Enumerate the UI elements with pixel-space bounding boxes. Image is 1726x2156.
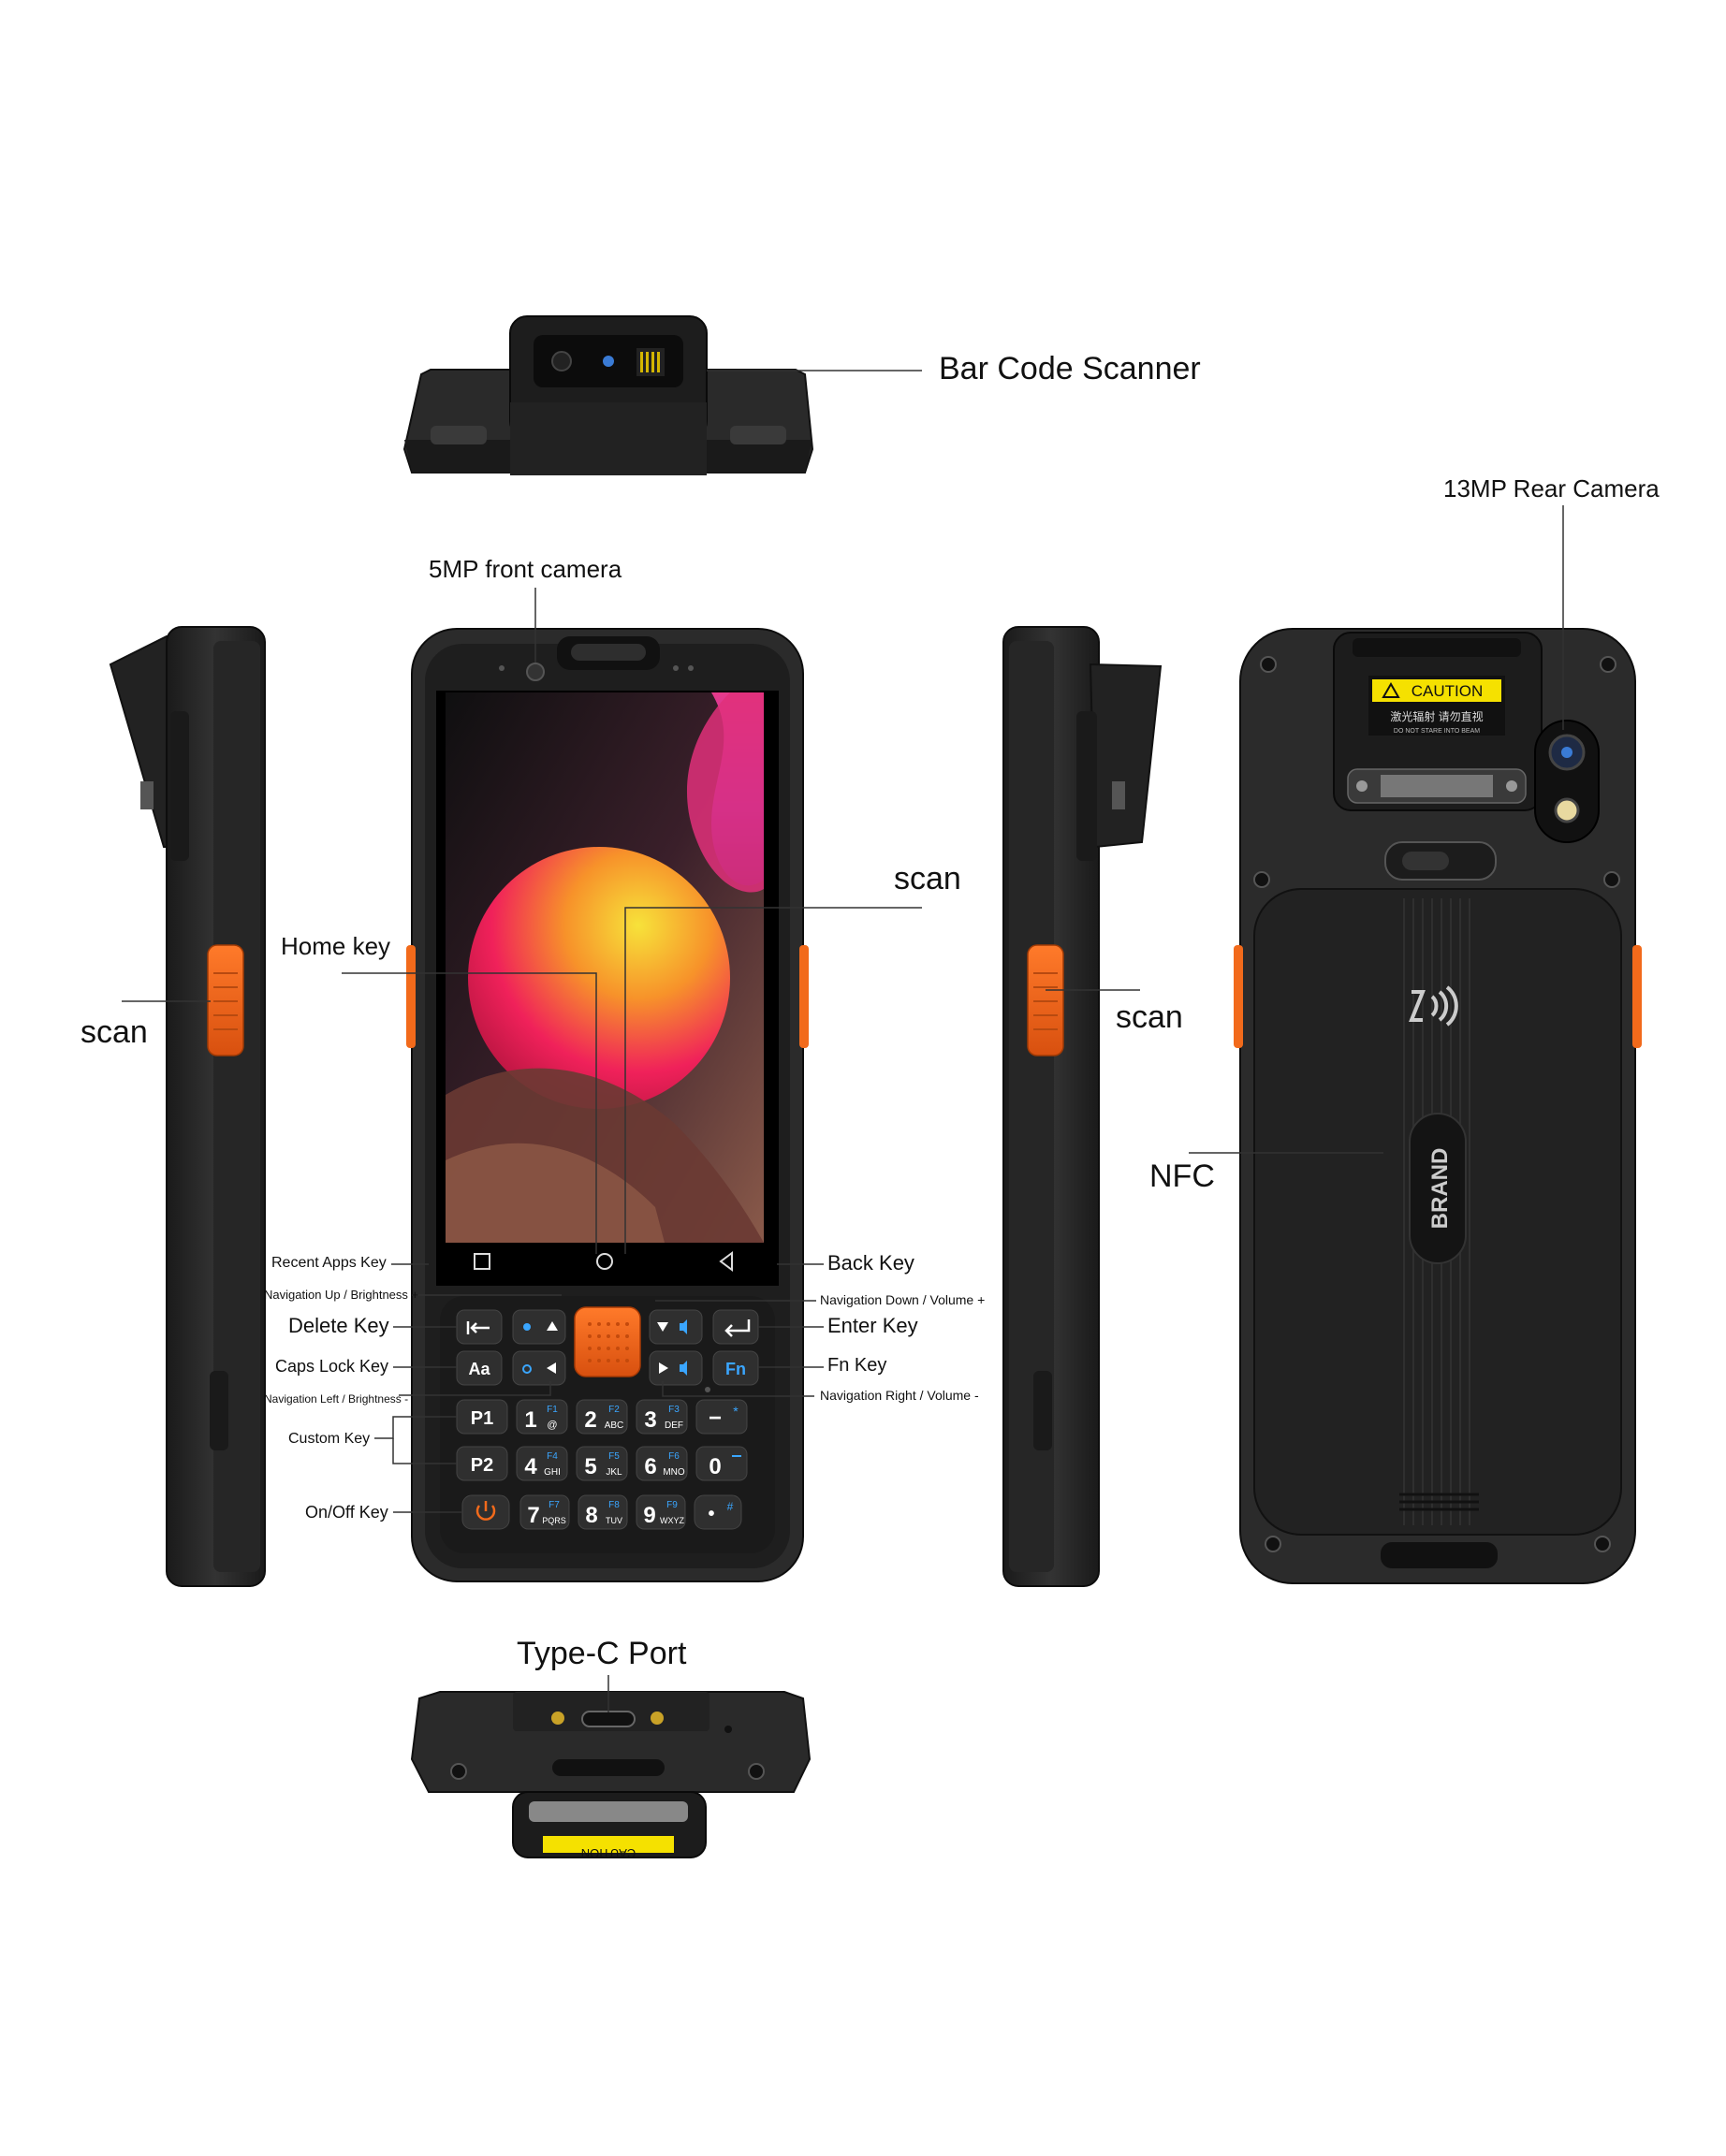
- caution-en: DO NOT STARE INTO BEAM: [1394, 728, 1480, 735]
- label-fn-key: Fn Key: [827, 1355, 887, 1376]
- left-side-view: [109, 626, 266, 1587]
- key-9-fn: F9: [666, 1500, 678, 1510]
- label-enter-key: Enter Key: [827, 1314, 918, 1337]
- label-home-key: Home key: [281, 932, 391, 960]
- key-2: 2: [584, 1407, 596, 1433]
- label-custom-key: Custom Key: [288, 1431, 371, 1447]
- keypad-row-3: 7 F7 PQRS 8 F8 TUV 9 F9 WXYZ • #: [461, 1494, 742, 1530]
- top-view: [402, 315, 922, 475]
- key-3-sub: DEF: [665, 1420, 683, 1431]
- key-6-sub: MNO: [663, 1467, 685, 1478]
- key-6-fn: F6: [668, 1451, 680, 1462]
- caution-label: CAUTION: [1412, 682, 1484, 700]
- front-view: Aa Fn P1 1 F1 @ 2 F2 ABC: [406, 628, 809, 1582]
- label-front-camera: 5MP front camera: [429, 555, 622, 583]
- key-dot-sym: #: [727, 1500, 734, 1513]
- key-3-fn: F3: [668, 1405, 680, 1415]
- label-onoff-key: On/Off Key: [305, 1503, 388, 1522]
- square-icon: [474, 1253, 490, 1270]
- key-4-fn: F4: [547, 1451, 558, 1462]
- key-8: 8: [585, 1503, 597, 1528]
- key-2-sub: ABC: [605, 1420, 624, 1431]
- key-1-sub: @: [547, 1420, 557, 1431]
- key-5-fn: F5: [608, 1451, 620, 1462]
- key-p2: P2: [471, 1455, 493, 1476]
- key-fn: Fn: [725, 1360, 746, 1378]
- label-delete-key: Delete Key: [288, 1314, 389, 1337]
- back-view: CAUTION 激光辐射 请勿直视 DO NOT STARE INTO BEAM: [1189, 628, 1642, 1584]
- label-nav-up: Navigation Up / Brightness +: [264, 1288, 419, 1302]
- label-rear-camera: 13MP Rear Camera: [1443, 474, 1660, 503]
- triangle-left-icon: [719, 1251, 733, 1272]
- key-5: 5: [584, 1454, 596, 1479]
- key-4: 4: [524, 1454, 537, 1479]
- label-scan-left: scan: [80, 1014, 148, 1050]
- keypad-row-2: P2 4 F4 GHI 5 F5 JKL 6 F6 MNO 0: [456, 1446, 748, 1481]
- key-7-sub: PQRS: [542, 1516, 566, 1525]
- keypad-row-1: P1 1 F1 @ 2 F2 ABC 3 F3 DEF − *: [456, 1399, 748, 1435]
- brand-label: BRAND: [1427, 1148, 1453, 1230]
- caution-cn: 激光辐射 请勿直视: [1390, 709, 1483, 723]
- label-caps-lock: Caps Lock Key: [275, 1357, 389, 1376]
- key-0: 0: [709, 1454, 721, 1479]
- key-6: 6: [644, 1454, 656, 1479]
- key-2-fn: F2: [608, 1405, 620, 1415]
- key-9: 9: [643, 1503, 655, 1528]
- label-nav-left: Navigation Left / Brightness -: [264, 1392, 409, 1406]
- key-5-sub: JKL: [606, 1467, 622, 1478]
- key-3: 3: [644, 1407, 656, 1433]
- delete-icon: [466, 1321, 490, 1334]
- key-4-sub: GHI: [544, 1467, 561, 1478]
- label-scan-right: scan: [1116, 999, 1183, 1035]
- nfc-icon: [1409, 985, 1458, 1027]
- label-nfc: NFC: [1149, 1158, 1215, 1194]
- bottom-caution-label: CAUTION: [581, 1846, 636, 1860]
- key-dot: •: [708, 1504, 714, 1524]
- power-icon: [475, 1501, 496, 1521]
- key-8-sub: TUV: [606, 1516, 622, 1525]
- key-9-sub: WXYZ: [660, 1516, 685, 1525]
- key-p1: P1: [471, 1408, 493, 1429]
- right-side-view: [1002, 626, 1163, 1587]
- key-1-fn: F1: [547, 1405, 558, 1415]
- key-minus: −: [709, 1406, 722, 1431]
- label-typec-port: Type-C Port: [517, 1636, 687, 1671]
- label-barcode-scanner: Bar Code Scanner: [939, 351, 1201, 386]
- key-minus-sym: *: [733, 1404, 739, 1419]
- label-nav-right: Navigation Right / Volume -: [820, 1388, 979, 1403]
- key-aa: Aa: [468, 1360, 490, 1378]
- label-back-key: Back Key: [827, 1251, 914, 1275]
- label-recent-apps: Recent Apps Key: [271, 1255, 387, 1271]
- key-7-fn: F7: [549, 1500, 560, 1510]
- bottom-view: CAUTION: [410, 1691, 812, 1860]
- key-7: 7: [527, 1503, 539, 1528]
- key-1: 1: [524, 1407, 536, 1433]
- circle-icon: [596, 1253, 613, 1270]
- key-8-fn: F8: [608, 1500, 620, 1510]
- enter-icon: [724, 1319, 751, 1337]
- label-nav-down: Navigation Down / Volume +: [820, 1292, 986, 1307]
- leader-lines: [342, 505, 1564, 1712]
- label-scan-center: scan: [894, 861, 961, 896]
